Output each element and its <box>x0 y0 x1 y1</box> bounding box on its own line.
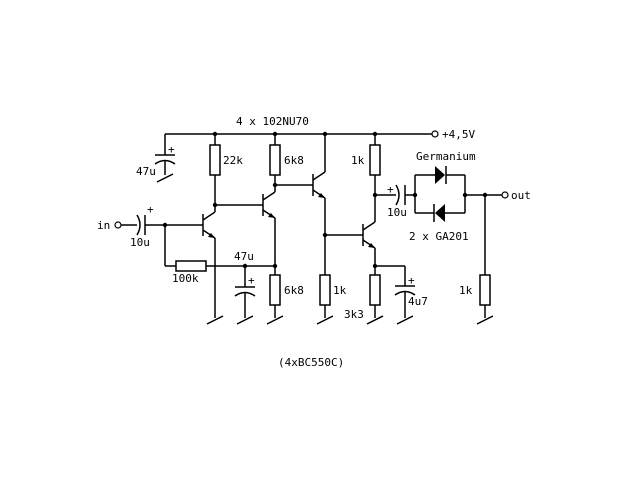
output-label: out <box>511 189 531 202</box>
c-in-label: 10u <box>130 236 150 249</box>
emitter-capacitor <box>234 266 256 325</box>
c-supply-label: 47u <box>136 165 156 178</box>
capacitor-4u7 <box>394 266 416 325</box>
resistor-1k-q3 <box>316 274 334 325</box>
transistor-q3 <box>312 134 363 275</box>
input-network <box>114 214 278 272</box>
title-label: 4 x 102NU70 <box>236 115 309 128</box>
resistor-6k8-emitter <box>266 274 284 325</box>
germanium-label: Germanium <box>416 150 476 163</box>
supply-rail <box>165 130 439 138</box>
input-label: in <box>97 219 110 232</box>
transistor-q2 <box>262 175 276 275</box>
c-emitter-label: 47u <box>234 250 254 263</box>
r-bias-label: 22k <box>223 154 243 167</box>
output-capacitor <box>375 184 415 206</box>
transistor-q4 <box>362 221 405 275</box>
diodes-label: 2 x GA201 <box>409 230 469 243</box>
transistors-label: (4xBC550C) <box>278 356 344 369</box>
germanium-diodes <box>412 166 468 222</box>
plus-sign: + <box>387 183 394 196</box>
r-collector3-label: 1k <box>351 154 365 167</box>
supply-label: +4,5V <box>442 128 475 141</box>
plus-sign: + <box>147 203 154 216</box>
resistor-1k-q4 <box>369 134 381 222</box>
resistor-3k3 <box>366 274 384 325</box>
transistor-q1 <box>202 175 224 325</box>
resistor-6k8-collector <box>269 134 313 188</box>
r-emitter2-label: 1k <box>333 284 347 297</box>
plus-sign: + <box>168 143 175 156</box>
r-emitter-label: 6k8 <box>284 284 304 297</box>
r-feedback-label: 100k <box>172 272 199 285</box>
r-collector-label: 6k8 <box>284 154 304 167</box>
output-network <box>465 191 509 325</box>
resistor-22k <box>209 134 263 208</box>
plus-sign: + <box>408 274 415 287</box>
c-emitter4-label: 4u7 <box>408 295 428 308</box>
r-load-label: 1k <box>459 284 473 297</box>
c-out-label: 10u <box>387 206 407 219</box>
plus-sign: + <box>248 274 255 287</box>
supply-capacitor <box>154 134 176 183</box>
r-emitter4-label: 3k3 <box>344 308 364 321</box>
